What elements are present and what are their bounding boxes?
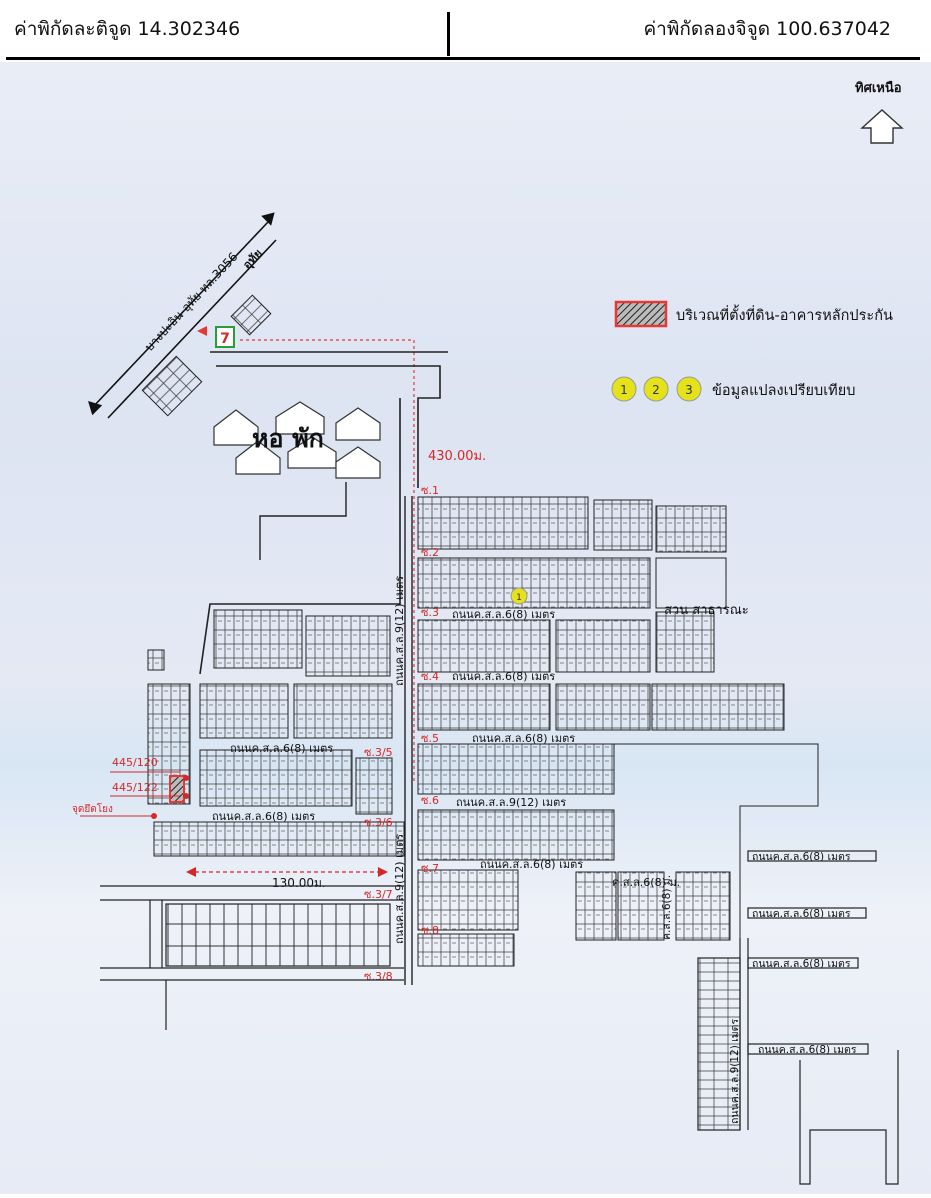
latitude-label: ค่าพิกัดละติจูด 14.302346: [14, 18, 241, 40]
soi-label: ซ.1: [421, 484, 439, 497]
coordinate-header: ค่าพิกัดละติจูด 14.302346 ค่าพิกัดลองจิจ…: [0, 0, 931, 62]
main-road-label: ถนนค.ส.ล.9(12) เมตร: [393, 576, 406, 686]
highway-end-label: อุทัย: [240, 246, 266, 272]
lane-label: ถนนค.ส.ล.6(8) เมตร: [472, 732, 575, 745]
north-arrow-icon: [860, 109, 904, 144]
lane-label: ถนนค.ส.ล.6(8) เมตร: [230, 742, 333, 755]
soi-label: ซ.3/5: [364, 746, 393, 759]
main-road: [404, 496, 413, 985]
lane-label: ถนนค.ส.ล.6(8) เมตร: [452, 670, 555, 683]
plot-label-a: 445/120: [112, 756, 158, 769]
distance-side-label: 130.00ม.: [272, 876, 326, 890]
lane-label: ค.ส.ล.6(8) ม.: [661, 875, 673, 940]
reference-point-icon: [151, 813, 157, 819]
plot-label-b: 445/122: [112, 781, 158, 794]
park-label: สวน สาธารณะ: [664, 603, 749, 618]
soi-label: ซ.3/8: [364, 970, 393, 983]
plot-marker-icon: [183, 793, 189, 799]
west-blocks: [147, 609, 405, 857]
store-label: 7: [220, 331, 230, 347]
lane-label: ถนนค.ส.ล.6(8) เมตร: [212, 810, 315, 823]
marker-circle-icon: [643, 376, 669, 402]
soi-label: ซ.4: [421, 670, 439, 683]
distance-route: [240, 339, 415, 782]
dorm-label: หอ พัก: [252, 424, 324, 453]
comparable-markers: 1 2 3: [611, 376, 702, 402]
lane-label: ถนนค.ส.ล.6(8) เมตร: [752, 851, 851, 863]
soi-label: ซ.8: [421, 924, 439, 937]
marker-label: 1: [620, 383, 628, 397]
arrow-right-icon: [261, 212, 275, 226]
subdivision-blocks: [417, 496, 819, 967]
comparable-marker-icon: [510, 587, 528, 605]
access-road: [199, 351, 448, 675]
soi-label: ซ.7: [421, 862, 439, 875]
soi-label: ซ.3: [421, 606, 439, 619]
marker-circle-icon: [676, 376, 702, 402]
lane-label: ถนนค.ส.ล.6(8) เมตร: [752, 908, 851, 920]
plot-marker-icon: [183, 775, 189, 781]
main-road-label: ถนนค.ส.ล.9(12) เมตร: [393, 834, 406, 944]
subject-property-icon: [169, 775, 185, 803]
legend-comparables-label: ข้อมูลแปลงเปรียบเทียบ: [712, 382, 855, 399]
lane-label: ถนนค.ส.ล.9(12) เมตร: [456, 796, 566, 809]
soi-label: ซ.2: [421, 546, 439, 559]
header-rule: [6, 57, 920, 60]
store-icon: [215, 326, 235, 348]
lane-label: ถนนค.ส.ล.6(8) เมตร: [480, 858, 583, 871]
lane-label: ถนนค.ส.ล.9(12) เมตร: [729, 1019, 741, 1124]
comparable-marker-label: 1: [516, 593, 522, 603]
map-canvas: ทิศเหนือ บริเวณที่ตั้งที่ดิน-อาคารหลักปร…: [72, 80, 904, 1185]
southeast-roads: [697, 850, 899, 1185]
marker-label: 2: [652, 383, 660, 397]
map-legend: บริเวณที่ตั้งที่ดิน-อาคารหลักประกัน 1 2 …: [611, 300, 893, 402]
arrow-left-icon: [88, 401, 103, 416]
shophouses: [141, 294, 272, 417]
lane-label: ถนนค.ส.ล.6(8) เมตร: [452, 608, 555, 621]
dormitory: [213, 401, 381, 479]
north-label: ทิศเหนือ: [855, 80, 902, 96]
subject-swatch-icon: [614, 300, 668, 328]
header-divider: [447, 12, 450, 56]
southeast-labels: ถนนค.ส.ล.6(8) เมตร ถนนค.ส.ล.6(8) เมตร ถน…: [661, 851, 857, 1124]
pointer-icon: [197, 326, 207, 336]
longitude-label: ค่าพิกัดลองจิจูด 100.637042: [643, 18, 891, 40]
marker-circle-icon: [611, 376, 637, 402]
reference-point-label: จุดยึดโยง: [72, 802, 113, 815]
soi-label: ซ.3/7: [364, 888, 393, 901]
soi-label: ซ.6: [421, 794, 439, 807]
lane-labels: ถนนค.ส.ล.6(8) เมตร ถนนค.ส.ล.6(8) เมตร ถน…: [212, 608, 680, 889]
convenience-store: 7: [197, 326, 235, 348]
marker-label: 3: [685, 383, 693, 397]
lane-label: ค.ส.ล.6(8) ม.: [612, 876, 680, 889]
distance-main-label: 430.00ม.: [428, 449, 486, 464]
site-map: ทิศเหนือ บริเวณที่ตั้งที่ดิน-อาคารหลักปร…: [0, 62, 931, 1194]
soi-label: ซ.5: [421, 732, 439, 745]
lane-label: ถนนค.ส.ล.6(8) เมตร: [758, 1044, 857, 1056]
soi-label: ซ.3/6: [364, 816, 393, 829]
north-arrow: ทิศเหนือ: [855, 80, 904, 144]
lane-label: ถนนค.ส.ล.6(8) เมตร: [752, 958, 851, 970]
southwest-grid: [100, 885, 404, 1030]
legend-subject-label: บริเวณที่ตั้งที่ดิน-อาคารหลักประกัน: [676, 304, 893, 324]
